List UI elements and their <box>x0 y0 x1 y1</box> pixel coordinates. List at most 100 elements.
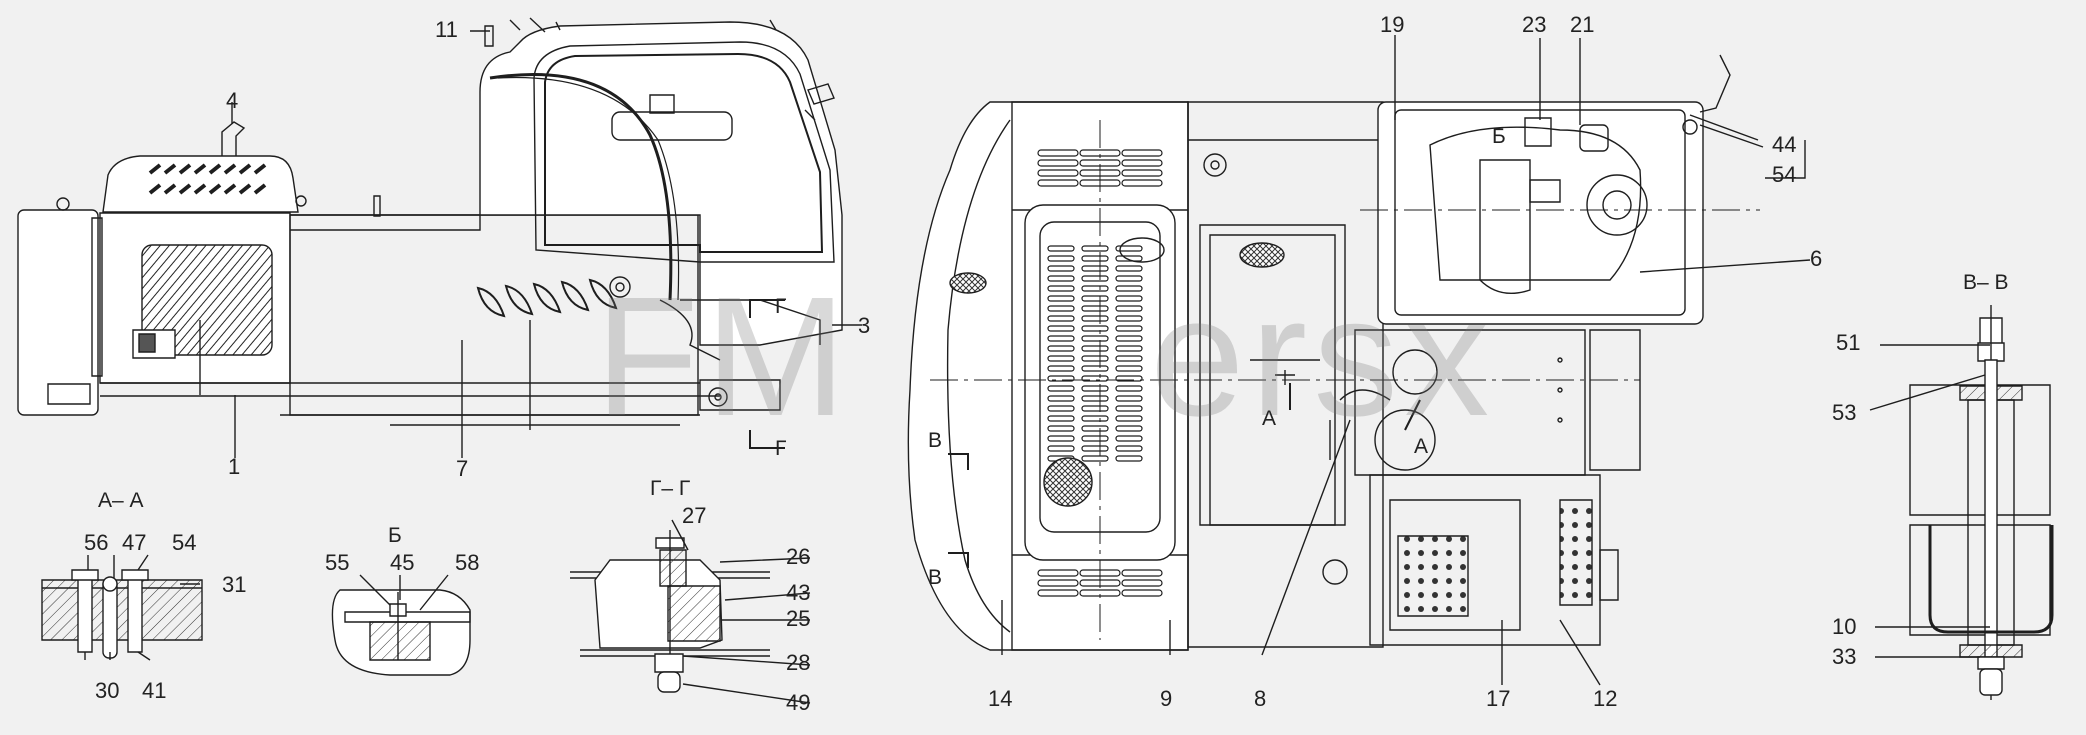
louvre-slot <box>1082 356 1108 361</box>
louvre-slot <box>1116 376 1142 381</box>
louvre-slot <box>1116 436 1142 441</box>
louvre-slot <box>1082 436 1108 441</box>
louvre-slot <box>1048 446 1074 451</box>
callout-8: 8 <box>1254 686 1267 711</box>
callout-56: 56 <box>84 530 109 555</box>
louvre-slot <box>1116 426 1142 431</box>
louvre-slot <box>1082 276 1108 281</box>
louvre-slot <box>1116 446 1142 451</box>
callout-27: 27 <box>682 503 707 528</box>
callout-58: 58 <box>455 550 480 575</box>
louvre-slot <box>1048 296 1074 301</box>
louvre-slot <box>1082 246 1108 251</box>
louvre-slot <box>1082 406 1108 411</box>
louvre-slot <box>1082 346 1108 351</box>
callout-11: 11 <box>435 17 458 42</box>
louvre-slot <box>1116 406 1142 411</box>
louvre-slot <box>1048 356 1074 361</box>
section-label-b: Б <box>388 524 402 547</box>
callout-47: 47 <box>122 530 147 555</box>
louvre-slot <box>1048 336 1074 341</box>
louvre-slot <box>1048 256 1074 261</box>
louvre-slot <box>1082 306 1108 311</box>
callout-51: 51 <box>1836 330 1861 355</box>
callout-28: 28 <box>786 650 811 675</box>
louvre-slot <box>1048 376 1074 381</box>
louvre-slot <box>1116 366 1142 371</box>
callout-14: 14 <box>988 686 1013 711</box>
louvre-slot <box>1048 346 1074 351</box>
view-mark-b-inside: Б <box>1492 125 1506 148</box>
section-label-v-v: В– В <box>1963 271 2009 294</box>
watermark-right: ersx <box>1150 262 1496 452</box>
louvre-slot <box>1082 286 1108 291</box>
louvre-slot <box>1082 386 1108 391</box>
louvre-slot <box>1048 266 1074 271</box>
section-v-v <box>1870 305 2052 700</box>
callout-54-top-view: 54 <box>1772 162 1797 187</box>
section-g-g <box>570 520 810 703</box>
view-mark-a-right: А <box>1414 435 1429 458</box>
louvre-slot <box>1116 396 1142 401</box>
callout-54-a-a: 54 <box>172 530 197 555</box>
section-label-a-a: А– А <box>98 489 144 512</box>
callout-21: 21 <box>1570 12 1595 37</box>
callout-17: 17 <box>1486 686 1511 711</box>
louvre-slot <box>1116 456 1142 461</box>
louvre-slot <box>1082 456 1108 461</box>
louvre-slot <box>1116 356 1142 361</box>
louvre-slot <box>1082 256 1108 261</box>
view-mark-a-left: А <box>1262 407 1277 430</box>
callout-26: 26 <box>786 544 811 569</box>
view-mark-v-top: В <box>928 429 943 452</box>
section-a-a <box>42 555 202 660</box>
louvre-slot <box>1048 316 1074 321</box>
louvre-slot <box>1116 386 1142 391</box>
louvre-slot <box>1116 326 1142 331</box>
section-label-g-g: Г– Г <box>650 477 691 500</box>
louvre-slot <box>1048 246 1074 251</box>
louvre-slot <box>1116 336 1142 341</box>
callout-10: 10 <box>1832 614 1857 639</box>
louvre-slot <box>1116 286 1142 291</box>
callout-49: 49 <box>786 690 811 715</box>
callout-3: 3 <box>858 313 871 338</box>
view-mark-g-bottom: Г <box>775 437 787 460</box>
louvre-slot <box>1116 416 1142 421</box>
louvre-slot <box>1116 346 1142 351</box>
watermark-left: FM <box>595 262 853 452</box>
louvre-slot <box>1082 396 1108 401</box>
louvre-slot <box>1116 256 1142 261</box>
louvre-slot <box>1048 386 1074 391</box>
callout-33: 33 <box>1832 644 1857 669</box>
top-view <box>908 35 1810 685</box>
louvre-slot <box>1048 306 1074 311</box>
callout-6: 6 <box>1810 246 1823 271</box>
louvre-slot <box>1082 366 1108 371</box>
louvre-slot <box>1048 286 1074 291</box>
louvre-slot <box>1116 266 1142 271</box>
louvre-slot <box>1116 246 1142 251</box>
louvre-slot <box>1116 276 1142 281</box>
callout-41: 41 <box>142 678 167 703</box>
louvre-slot <box>1082 426 1108 431</box>
louvre-slot <box>1082 416 1108 421</box>
view-mark-v-bottom: В <box>928 566 943 589</box>
callout-30: 30 <box>95 678 120 703</box>
callout-55: 55 <box>325 550 350 575</box>
louvre-slot <box>1048 326 1074 331</box>
side-view <box>18 18 862 458</box>
callout-1: 1 <box>228 454 241 479</box>
view-mark-g-top: Г <box>775 295 787 318</box>
louvre-slot <box>1116 316 1142 321</box>
louvre-slot <box>1116 306 1142 311</box>
louvre-slot <box>1082 296 1108 301</box>
louvre-slot <box>1082 266 1108 271</box>
callout-12: 12 <box>1593 686 1618 711</box>
callout-31: 31 <box>222 572 247 597</box>
louvre-slot <box>1048 436 1074 441</box>
callout-43: 43 <box>786 580 811 605</box>
louvre-slot <box>1082 316 1108 321</box>
callout-4: 4 <box>226 88 239 113</box>
